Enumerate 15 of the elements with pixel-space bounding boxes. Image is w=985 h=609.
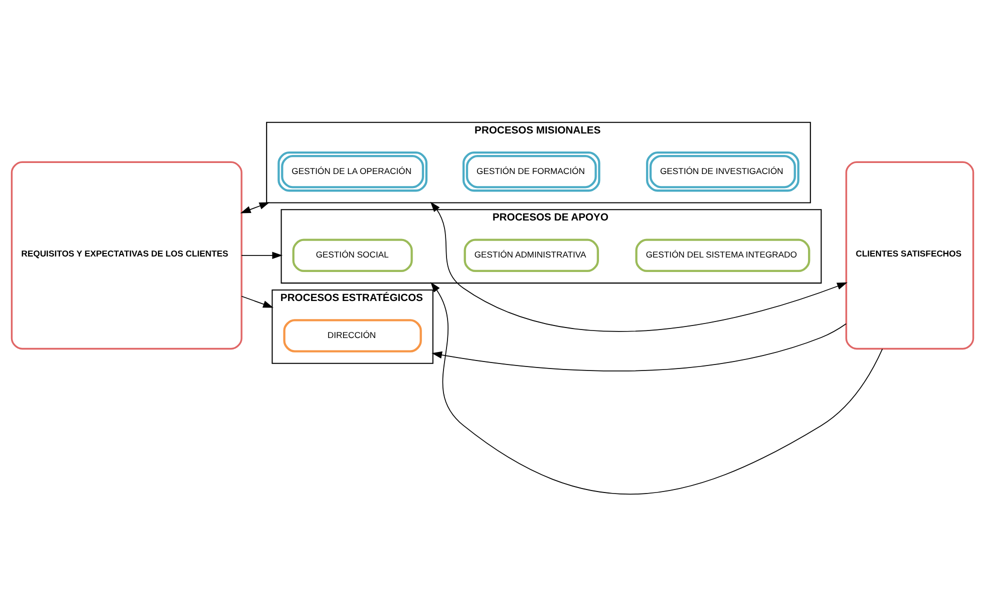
node-box: GESTIÓN DE INVESTIGACIÓN bbox=[646, 151, 800, 192]
arrow bbox=[241, 295, 274, 308]
node-box: GESTIÓN SOCIAL bbox=[292, 238, 413, 272]
node-box: REQUISITOS Y EXPECTATIVAS DE LOS CLIENTES bbox=[10, 160, 242, 350]
arrow bbox=[430, 282, 883, 494]
node-box: GESTIÓN DEL SISTEMA INTEGRADO bbox=[635, 238, 810, 272]
arrow bbox=[432, 322, 847, 371]
arrow bbox=[241, 251, 283, 259]
node-box: CLIENTES SATISFECHOS bbox=[845, 160, 974, 350]
node-box: GESTIÓN ADMINISTRATIVA bbox=[464, 238, 599, 272]
arrow bbox=[240, 202, 270, 213]
node-box: DIRECCIÓN bbox=[283, 318, 422, 352]
arrow bbox=[430, 201, 848, 332]
node-box: GESTIÓN DE LA OPERACIÓN bbox=[278, 151, 428, 192]
node-box: GESTIÓN DE FORMACIÓN bbox=[462, 151, 600, 192]
